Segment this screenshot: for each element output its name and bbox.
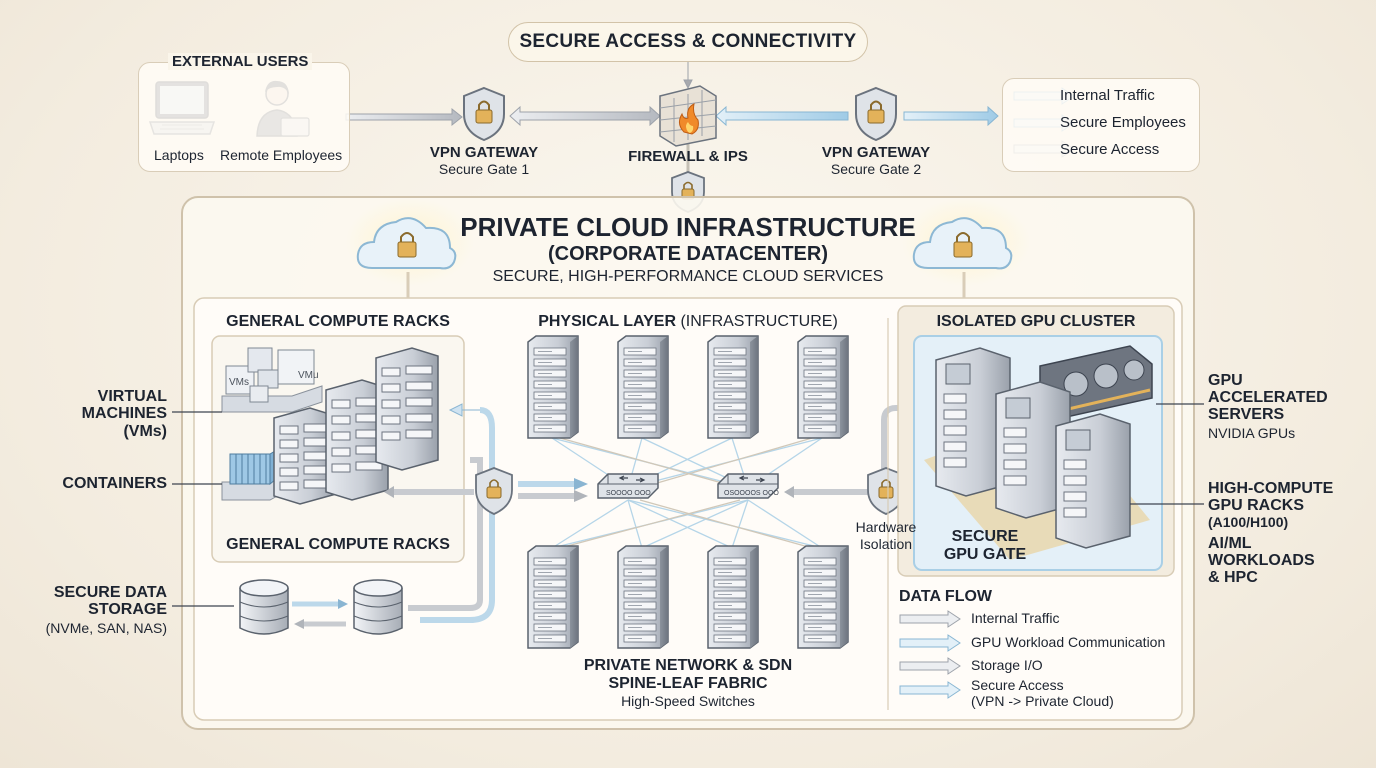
network-title-1: PRIVATE NETWORK & SDN — [583, 657, 793, 674]
vpn-gateway-1-title: VPN GATEWAY — [429, 144, 539, 161]
leader-lines — [172, 403, 1204, 607]
secure-gpu-gate-2: GPU GATE — [943, 546, 1027, 563]
cloud-lock-icon — [346, 198, 474, 298]
gpu-acc-label-1: GPU — [1208, 372, 1243, 389]
server-rack-icon — [797, 545, 849, 649]
server-rack-icon — [995, 381, 1071, 519]
ai-label-1: AI/ML — [1208, 535, 1252, 552]
remote-employees-label: Remote Employees — [220, 147, 343, 163]
server-rack-icon — [1055, 413, 1131, 549]
server-rack-icon — [707, 335, 759, 439]
vm-cubes-icon — [221, 347, 323, 413]
switch-1-label: SOOOO OOO — [606, 490, 651, 497]
network-title-2: SPINE-LEAF FABRIC — [608, 675, 768, 692]
hardware-isolation-1: Hardware — [855, 519, 917, 535]
server-rack-icon — [617, 335, 669, 439]
flow-arrow-storage — [899, 657, 961, 675]
data-flow-secure-2: (VPN -> Private Cloud) — [971, 693, 1114, 709]
storage-label-1: SECURE DATA — [53, 584, 167, 601]
server-rack-icon — [935, 347, 1011, 497]
legend-secure-access: Secure Access — [1060, 141, 1160, 158]
database-icon — [353, 579, 403, 635]
hc-label-1: HIGH-COMPUTE — [1208, 480, 1334, 497]
firewall-title: FIREWALL & IPS — [628, 148, 748, 165]
vm-label-1: VIRTUAL — [97, 388, 167, 405]
database-icon — [239, 579, 289, 635]
firewall-icon — [659, 85, 717, 147]
storage-label-2: STORAGE — [88, 601, 167, 618]
cloud-subtitle: (CORPORATE DATACENTER) — [548, 243, 828, 265]
switch-icon — [597, 473, 659, 499]
server-rack-icon — [325, 379, 389, 501]
vpn-gateway-2-subtitle: Secure Gate 2 — [830, 161, 922, 177]
physical-layer-rest: (INFRASTRUCTURE) — [680, 313, 838, 330]
flow-arrow-secure — [899, 681, 961, 699]
compute-network-arrows — [384, 403, 588, 623]
cloud-tagline: SECURE, HIGH-PERFORMANCE CLOUD SERVICES — [492, 268, 884, 285]
server-rack-icon — [273, 407, 337, 505]
vpn-gateway-1-subtitle: Secure Gate 1 — [438, 161, 530, 177]
containers-label: CONTAINERS — [62, 475, 167, 492]
network-subtitle: High-Speed Switches — [621, 693, 755, 709]
hc-label-2: GPU RACKS — [1208, 497, 1305, 514]
cloud-lock-icon — [902, 198, 1030, 298]
physical-racks — [527, 335, 849, 649]
data-flow-storage: Storage I/O — [971, 657, 1043, 673]
legend-secure-employees: Secure Employees — [1060, 114, 1186, 131]
gpu-acc-label-3: SERVERS — [1208, 406, 1285, 423]
vm-tag-2: VMu — [298, 370, 319, 381]
gpu-cluster-title: ISOLATED GPU CLUSTER — [936, 313, 1136, 330]
storage-label-3: (NVMe, SAN, NAS) — [45, 620, 167, 636]
vpn-gateway-2-title: VPN GATEWAY — [821, 144, 931, 161]
server-rack-icon — [797, 335, 849, 439]
physical-layer-title: PHYSICAL LAYER (INFRASTRUCTURE) — [520, 313, 856, 331]
external-users-panel — [138, 62, 350, 172]
top-legend-panel — [1002, 78, 1200, 172]
top-title-pill: SECURE ACCESS & CONNECTIVITY — [508, 22, 868, 62]
legend-internal-traffic: Internal Traffic — [1060, 87, 1155, 104]
top-title: SECURE ACCESS & CONNECTIVITY — [519, 31, 857, 52]
external-users-title: EXTERNAL USERS — [168, 53, 313, 70]
switch-2-label: OSOOOOS OOO — [724, 490, 779, 497]
physical-layer-bold: PHYSICAL LAYER — [538, 313, 677, 330]
vm-tag: VMs — [229, 377, 249, 388]
vm-label-2: MACHINES — [81, 405, 167, 422]
data-flow-internal: Internal Traffic — [971, 610, 1060, 626]
general-compute-bottom: GENERAL COMPUTE RACKS — [226, 536, 450, 553]
spine-leaf-links — [551, 437, 823, 549]
cloud-title: PRIVATE CLOUD INFRASTRUCTURE — [460, 212, 916, 242]
data-flow-title: DATA FLOW — [899, 588, 993, 605]
server-rack-icon — [527, 545, 579, 649]
shield-lock-icon — [855, 86, 897, 142]
gpu-acc-label-4: NVIDIA GPUs — [1208, 425, 1296, 441]
server-rack-icon — [375, 347, 439, 471]
data-flow-secure: Secure Access — [971, 677, 1064, 693]
server-rack-icon — [617, 545, 669, 649]
flow-arrow-gpu — [899, 634, 961, 652]
secure-gpu-gate-1: SECURE — [951, 528, 1019, 545]
vm-label-3: (VMs) — [123, 423, 167, 440]
shield-lock-icon — [475, 467, 513, 515]
general-compute-title: GENERAL COMPUTE RACKS — [226, 313, 450, 330]
server-rack-icon — [707, 545, 759, 649]
ai-label-2: WORKLOADS — [1208, 552, 1315, 569]
gpu-acc-label-2: ACCELERATED — [1208, 389, 1328, 406]
switch-icon — [717, 473, 779, 499]
hc-label-3: (A100/H100) — [1208, 514, 1289, 530]
shield-lock-icon — [463, 86, 505, 142]
server-rack-icon — [527, 335, 579, 439]
storage-arrows — [292, 599, 348, 629]
flow-arrow-internal — [899, 610, 961, 628]
top-connection-arrows — [345, 60, 999, 178]
laptops-label: Laptops — [154, 147, 204, 163]
ai-label-3: & HPC — [1208, 569, 1258, 586]
hardware-isolation-2: Isolation — [859, 536, 913, 552]
data-flow-gpu: GPU Workload Communication — [971, 634, 1166, 650]
